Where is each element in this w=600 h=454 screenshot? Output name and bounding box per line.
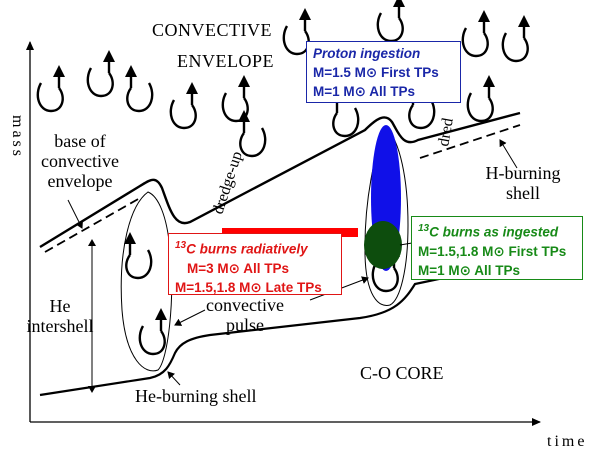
he-burning-shell-line	[39, 260, 521, 397]
h-burning-label: H-burning shell	[478, 163, 568, 203]
leader-he-shell	[167, 371, 181, 386]
leader-pulse-left	[174, 309, 206, 326]
he-burning-label: He-burning shell	[135, 386, 257, 406]
radiative-title: 13C burns radiatively	[175, 240, 308, 257]
c13-pocket-bar	[222, 228, 358, 237]
pulse-region-left	[120, 191, 173, 372]
ingested-line-1: M=1.5,1.8 M⊙ First TPs	[418, 243, 567, 259]
envelope-title-2: ENVELOPE	[177, 51, 274, 71]
ingested-title: 13C burns as ingested	[418, 223, 559, 240]
leader-green-box	[399, 242, 413, 246]
dredge-up-label-2: dred	[435, 117, 457, 148]
he-label-1: He	[49, 296, 71, 316]
pulse-label-1: convective	[206, 295, 284, 315]
he-label-2: intershell	[26, 316, 94, 336]
proton-ingestion-box: Proton ingestion M=1.5 M⊙ First TPs M=1 …	[306, 41, 461, 103]
envelope-base-line	[39, 111, 521, 249]
leader-h-shell	[499, 139, 518, 169]
h-label-1: H-burning	[485, 163, 561, 183]
proton-line-2: M=1 M⊙ All TPs	[313, 84, 415, 99]
radiative-box: 13C burns radiatively M=3 M⊙ All TPs M=1…	[168, 233, 342, 295]
ingested-box: 13C burns as ingested M=1.5,1.8 M⊙ First…	[411, 216, 583, 280]
leader-base	[67, 199, 83, 229]
ingested-line-2: M=1 M⊙ All TPs	[418, 262, 520, 278]
base-label: base of convective envelope	[30, 131, 130, 191]
h-label-2: shell	[506, 183, 540, 203]
pulse-label: convective pulse	[190, 295, 300, 335]
envelope-title-1: CONVECTIVE	[152, 20, 272, 40]
pulse-label-2: pulse	[226, 315, 264, 335]
c13-burn-blob	[364, 221, 402, 269]
h-burning-shell-line	[44, 124, 521, 253]
radiative-line-1: M=3 M⊙ All TPs	[187, 260, 289, 276]
proton-line-1: M=1.5 M⊙ First TPs	[313, 65, 439, 80]
base-label-1: base of	[54, 131, 106, 151]
x-axis-label: time	[547, 433, 588, 450]
base-label-3: envelope	[47, 171, 113, 191]
radiative-line-2: M=1.5,1.8 M⊙ Late TPs	[175, 279, 322, 295]
base-label-2: convective	[41, 151, 119, 171]
he-intershell-label: He intershell	[20, 296, 100, 336]
pulse-region-right	[364, 127, 409, 306]
dredge-up-label: dredge-up	[210, 149, 246, 216]
proton-title: Proton ingestion	[313, 46, 421, 61]
core-label: C-O CORE	[360, 363, 444, 383]
y-axis-label: mass	[9, 115, 26, 159]
